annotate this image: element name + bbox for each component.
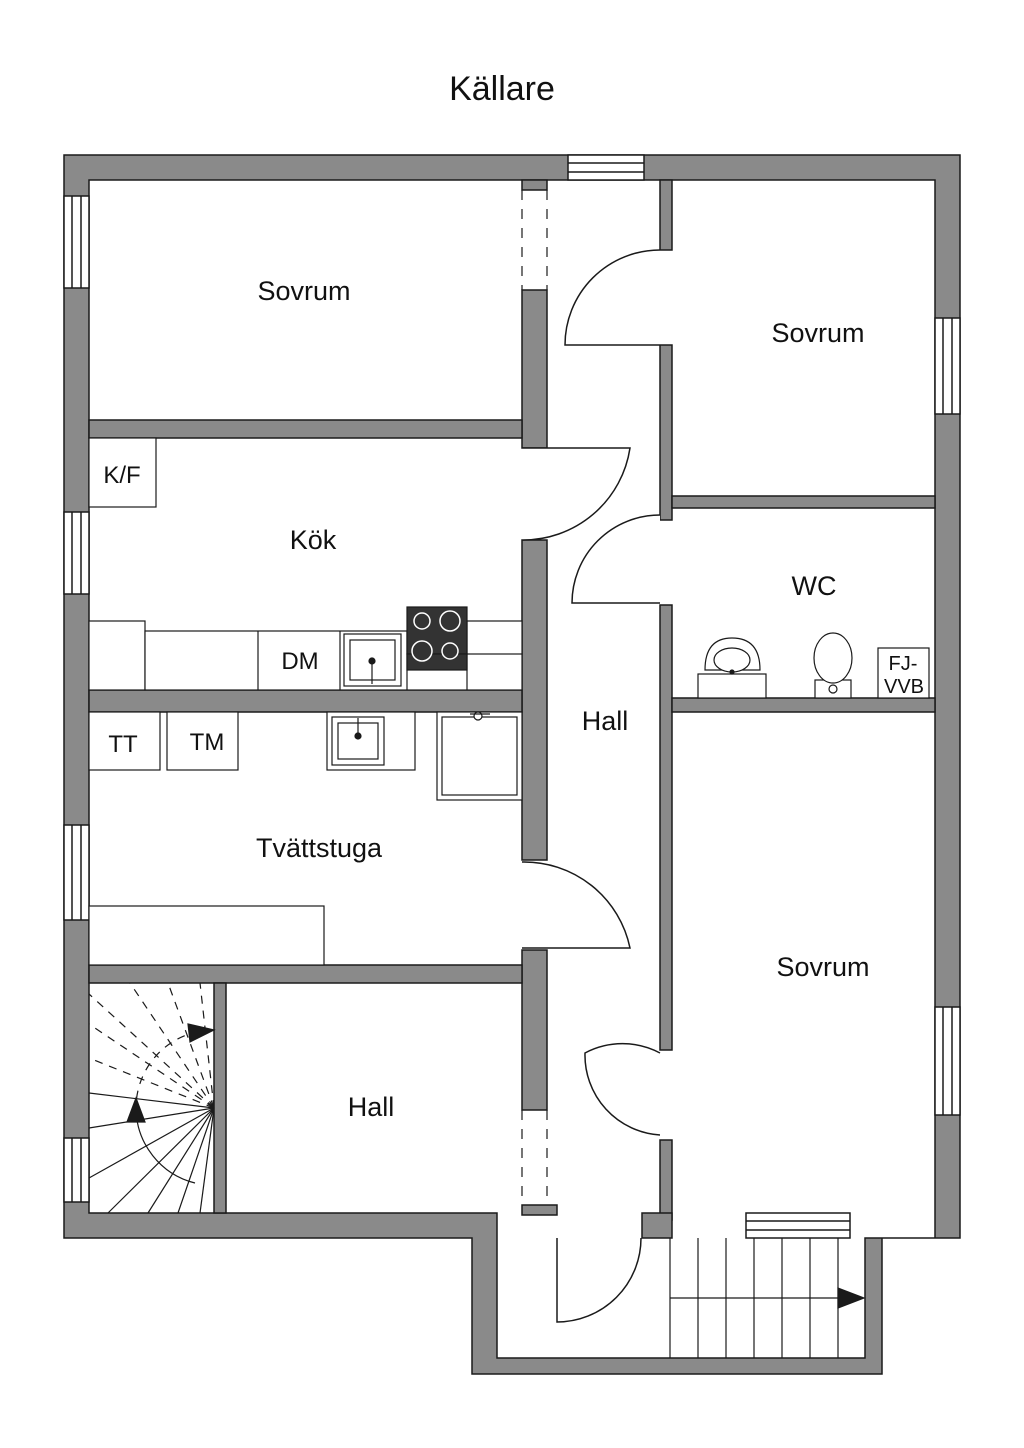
- window-icon: [63, 824, 90, 921]
- arrow-icon: [837, 1287, 866, 1309]
- washbasin-icon: [697, 637, 767, 699]
- door-entrance: [556, 1237, 642, 1323]
- room-label-tvattstuga: Tvättstuga: [256, 833, 383, 863]
- door-kok: [521, 447, 631, 541]
- openings: [521, 190, 548, 1205]
- room-label-kok: Kök: [290, 525, 337, 555]
- window-icon: [567, 154, 645, 181]
- doors: [521, 249, 661, 1323]
- window-icon: [934, 317, 961, 415]
- fixture-label-tt: TT: [108, 731, 138, 758]
- counter-left: [88, 620, 146, 691]
- plan-title: Källare: [449, 70, 555, 108]
- window-icon: [63, 511, 90, 595]
- wc-fixtures: [697, 632, 930, 699]
- window-icon: [934, 1006, 961, 1116]
- door-sovrum-top-right: [564, 249, 661, 346]
- room-label-hall: Hall: [582, 706, 629, 736]
- room-label-sovrum: Sovrum: [257, 276, 350, 306]
- stove-icon: [406, 606, 468, 671]
- arrow-icon: [126, 1096, 146, 1123]
- window-icon: [63, 1137, 90, 1203]
- door-wc: [571, 514, 661, 604]
- room-label-sovrum: Sovrum: [771, 318, 864, 348]
- toilet-icon: [813, 632, 853, 699]
- fixture-label-kf: K/F: [103, 462, 140, 489]
- tm-washer: [166, 711, 239, 771]
- kitchen-fixtures: [88, 437, 523, 691]
- tt-dryer: [88, 711, 161, 771]
- sink-icon: [326, 711, 416, 771]
- window-icon: [745, 1212, 851, 1239]
- door-sovrum-bottom-right: [584, 1042, 661, 1136]
- sink-icon: [343, 633, 402, 687]
- room-label-sovrum: Sovrum: [776, 952, 869, 982]
- arrow-icon: [187, 1023, 216, 1043]
- room-label-hall: Hall: [348, 1092, 395, 1122]
- stairs-icon: [88, 982, 216, 1214]
- fj-vvb-box: [877, 647, 930, 699]
- window-icon: [63, 195, 90, 289]
- fixture-label-dm: DM: [281, 648, 318, 675]
- fixture-labels: K/F DM TT TM FJ- VVB: [103, 462, 924, 758]
- room-label-wc: WC: [792, 571, 837, 601]
- laundry-fixtures: [88, 711, 523, 966]
- door-tvattstuga: [521, 861, 631, 949]
- room-labels: Sovrum Sovrum Kök WC Hall Tvättstuga Sov…: [256, 276, 870, 1122]
- windows: [63, 154, 961, 1239]
- laundry-counter: [88, 905, 325, 966]
- kf-fridge: [88, 437, 157, 508]
- shower-icon: [436, 711, 523, 801]
- fixture-label-fj: FJ-: [889, 653, 918, 675]
- walls: [63, 154, 961, 1375]
- stairs-icon: [669, 1238, 866, 1358]
- fixture-label-vvb: VVB: [884, 676, 924, 698]
- fixture-label-tm: TM: [190, 729, 225, 756]
